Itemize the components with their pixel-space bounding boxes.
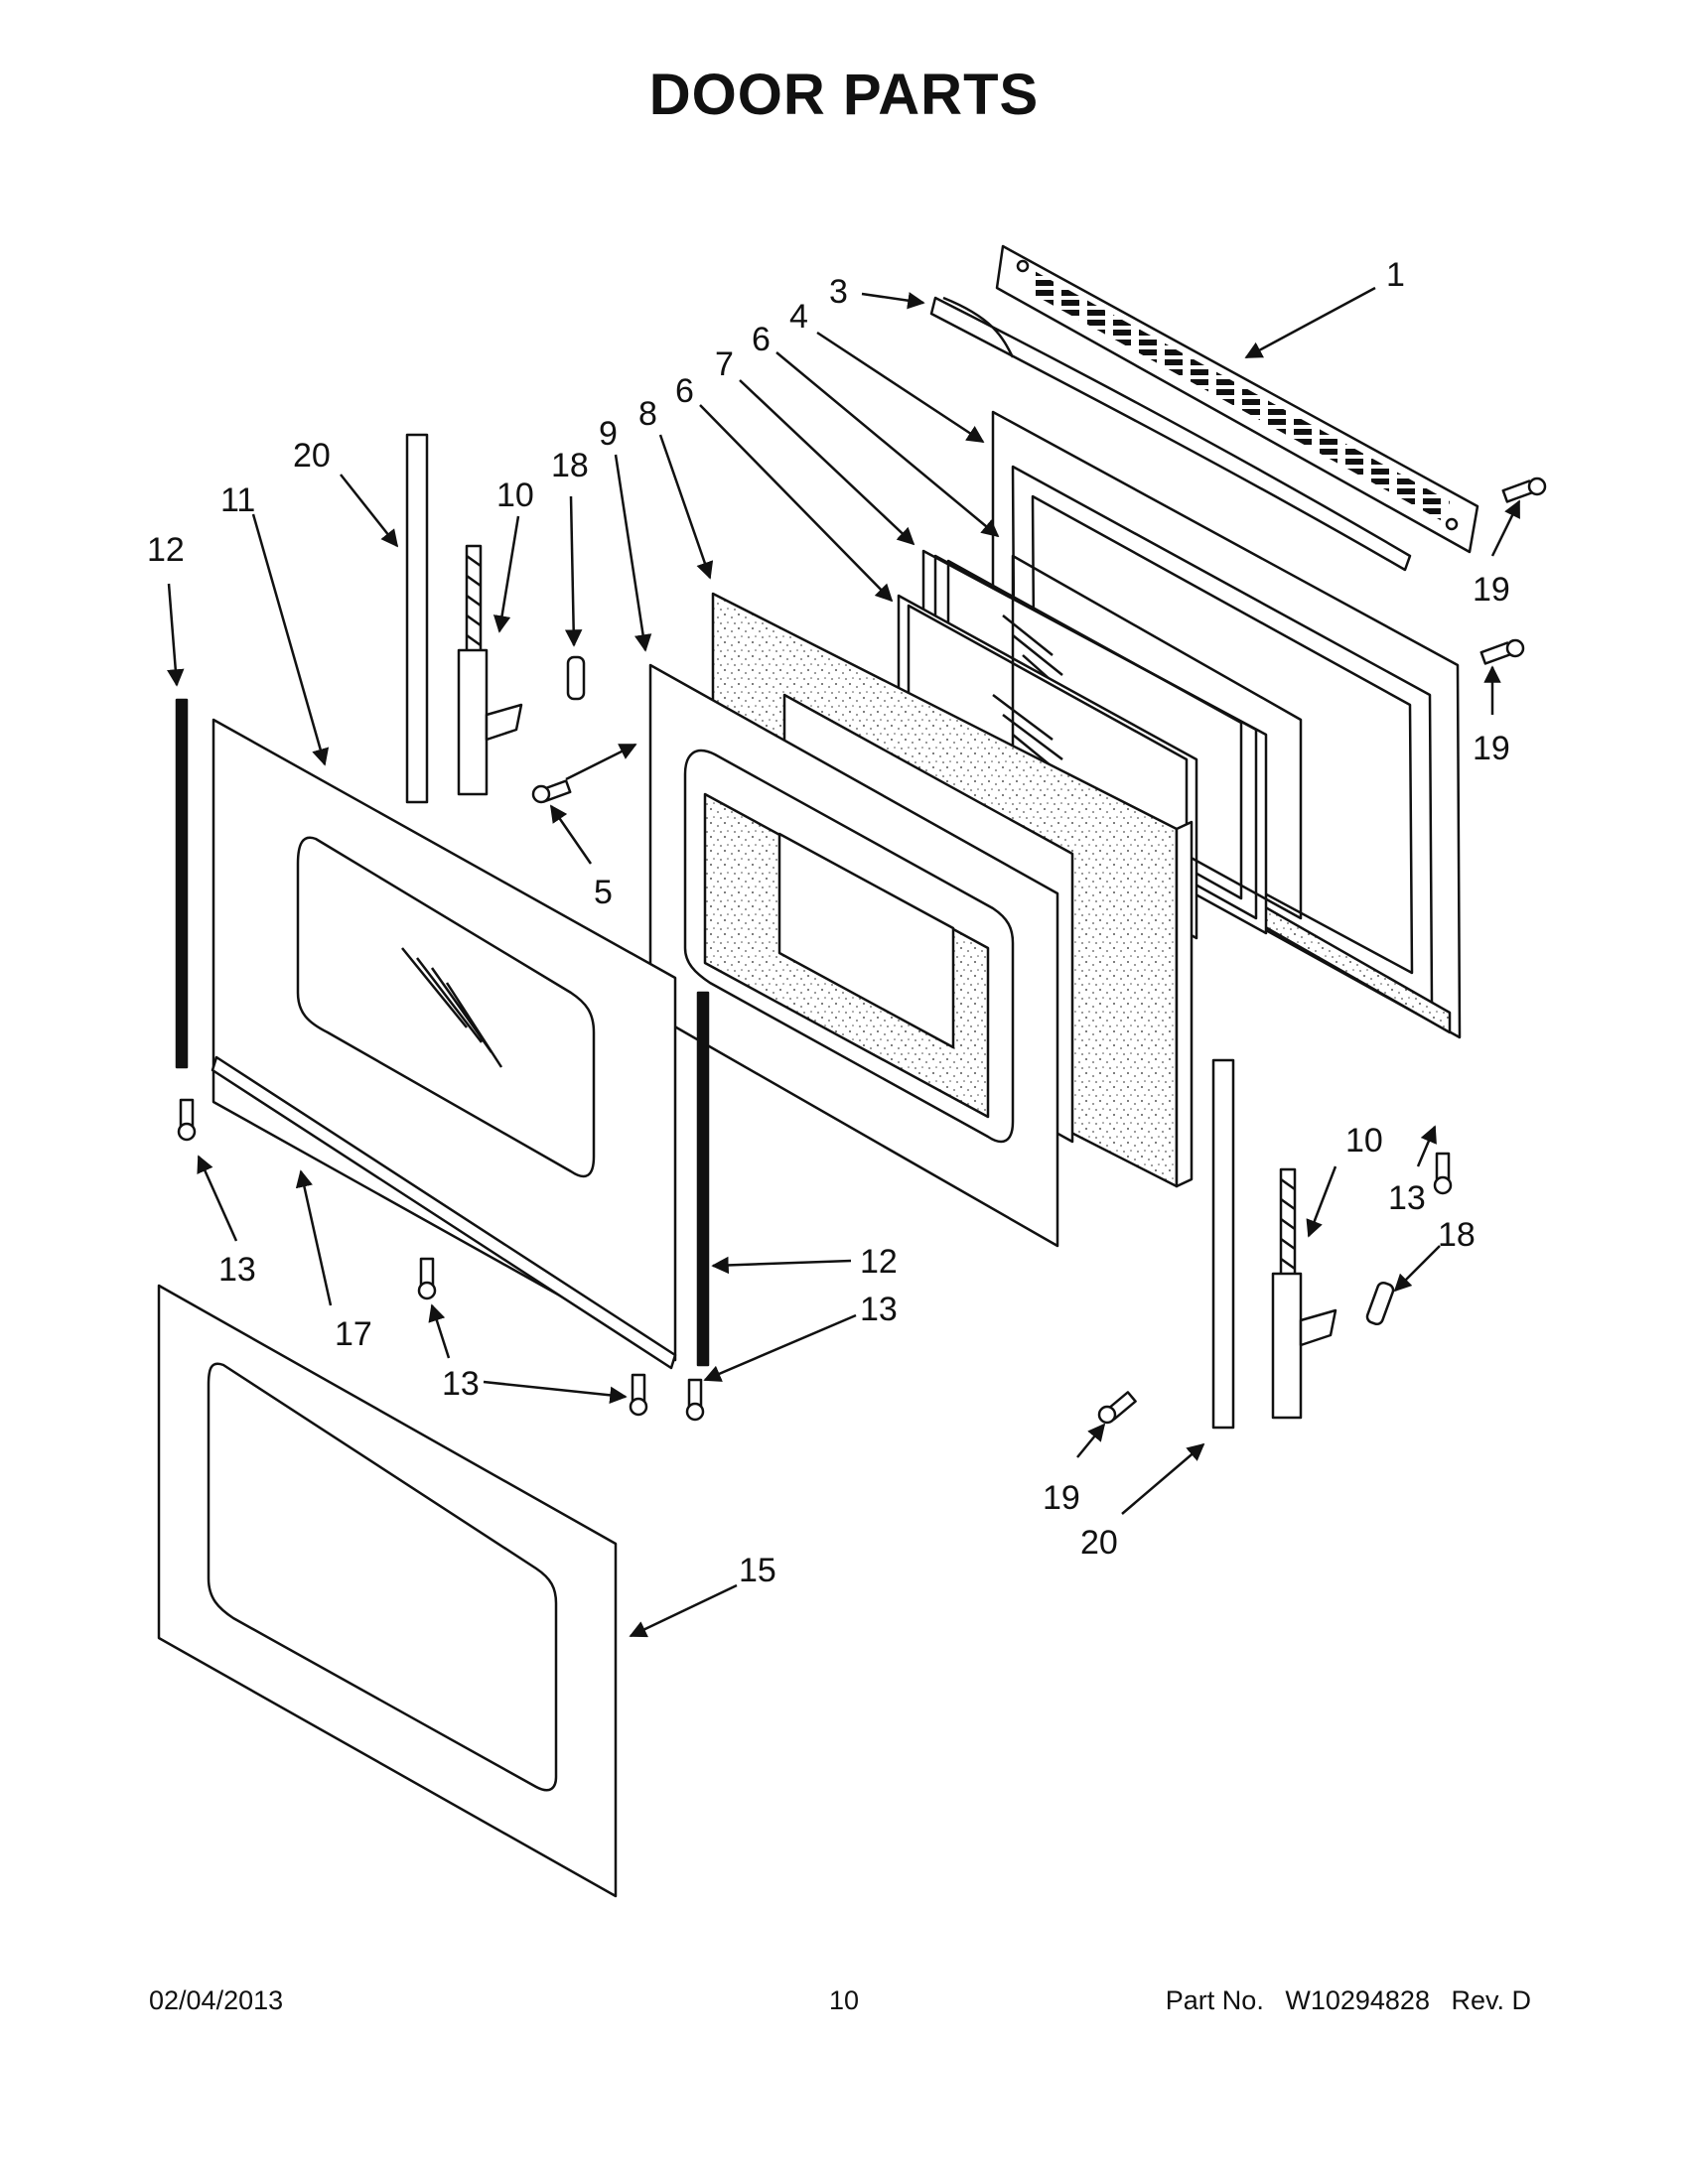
screw-13-c <box>417 1257 437 1300</box>
leader-20a <box>340 474 399 548</box>
leader-13c <box>703 1313 857 1382</box>
callout-3: 3 <box>829 273 848 311</box>
footer-date: 02/04/2013 <box>149 1985 284 2015</box>
part-number-label: Part No. <box>1165 1985 1264 2015</box>
leader-20b <box>1121 1442 1205 1515</box>
screw-13-d <box>629 1373 648 1417</box>
callout-12a: 12 <box>147 531 185 569</box>
leader-10a <box>492 515 520 633</box>
leader-19c <box>1076 1423 1106 1458</box>
callout-18a: 18 <box>551 447 589 484</box>
leader-10b <box>1306 1165 1337 1238</box>
callout-6b: 6 <box>675 372 694 410</box>
screw-19-b <box>1479 638 1525 665</box>
hinge-receiver-right-part <box>1211 1058 1235 1430</box>
screw-19-a <box>1501 477 1547 503</box>
screw-13-b <box>1433 1152 1453 1195</box>
leader-13e <box>428 1303 451 1359</box>
handle-bar-part <box>929 296 1412 572</box>
leader-5b <box>565 743 637 781</box>
outer-glass-part <box>211 718 677 1362</box>
leader-15 <box>629 1583 738 1638</box>
leader-17 <box>295 1169 333 1306</box>
leader-6b <box>699 404 894 603</box>
footer-part-info: Part No. W10294828 Rev. D <box>1166 1985 1531 2016</box>
leader-8 <box>658 434 714 580</box>
callout-13a: 13 <box>218 1251 256 1289</box>
leader-1 <box>1244 286 1376 359</box>
callout-4: 4 <box>789 298 808 336</box>
leader-19a <box>1490 499 1521 557</box>
callout-6a: 6 <box>752 321 771 358</box>
callout-5: 5 <box>594 874 613 911</box>
callout-12b: 12 <box>860 1243 898 1281</box>
leader-5 <box>549 804 593 865</box>
callout-13c: 13 <box>860 1291 898 1328</box>
hinge-right-part <box>1271 1167 1337 1420</box>
outer-door-panel-part <box>157 1284 618 1898</box>
callout-15: 15 <box>739 1552 776 1589</box>
hinge-clip-left-part <box>566 655 586 701</box>
callout-13d: 13 <box>442 1365 480 1403</box>
leader-4 <box>816 331 985 444</box>
callout-1: 1 <box>1386 256 1405 294</box>
screw-13-a <box>177 1098 197 1142</box>
callout-20b: 20 <box>1080 1524 1118 1562</box>
leader-13b <box>1416 1125 1437 1167</box>
right-channel-part <box>696 991 710 1367</box>
footer-page-number: 10 <box>828 1985 860 2015</box>
hinge-receiver-left-part <box>405 433 429 804</box>
callout-8: 8 <box>638 395 657 433</box>
callout-13b: 13 <box>1388 1179 1426 1217</box>
callout-9: 9 <box>599 415 618 453</box>
leader-9 <box>614 454 652 652</box>
leader-18b <box>1393 1245 1441 1293</box>
callout-19a: 19 <box>1473 571 1510 609</box>
callout-10b: 10 <box>1345 1122 1383 1160</box>
part-number-value: W10294828 <box>1285 1985 1430 2015</box>
leader-12b <box>711 1256 852 1275</box>
callout-10a: 10 <box>496 477 534 514</box>
callout-18b: 18 <box>1438 1216 1476 1254</box>
hinge-clip-right-part <box>1365 1281 1395 1326</box>
callout-20a: 20 <box>293 437 331 475</box>
hinge-left-part <box>457 544 523 796</box>
callout-11: 11 <box>220 481 255 519</box>
left-channel-part <box>175 698 189 1069</box>
callout-19c: 19 <box>1043 1479 1080 1517</box>
callout-7: 7 <box>715 345 734 383</box>
screw-5 <box>531 779 572 804</box>
leader-12a <box>167 583 185 687</box>
screw-13-e <box>685 1378 705 1422</box>
door-liner-part <box>648 663 1059 1248</box>
leader-18a <box>564 495 583 647</box>
vent-trim-part <box>995 244 1479 554</box>
leader-7 <box>739 379 915 546</box>
leader-6a <box>775 351 1000 538</box>
leader-13a <box>197 1155 238 1242</box>
page-title: DOOR PARTS <box>648 63 1040 127</box>
revision-label: Rev. D <box>1451 1985 1531 2015</box>
callout-17: 17 <box>335 1315 372 1353</box>
leader-3 <box>861 292 925 310</box>
bottom-channel-part <box>211 1055 677 1370</box>
screw-19-c <box>1097 1391 1137 1425</box>
leader-11 <box>251 513 330 766</box>
callout-19b: 19 <box>1473 730 1510 767</box>
leader-13d <box>483 1380 628 1405</box>
